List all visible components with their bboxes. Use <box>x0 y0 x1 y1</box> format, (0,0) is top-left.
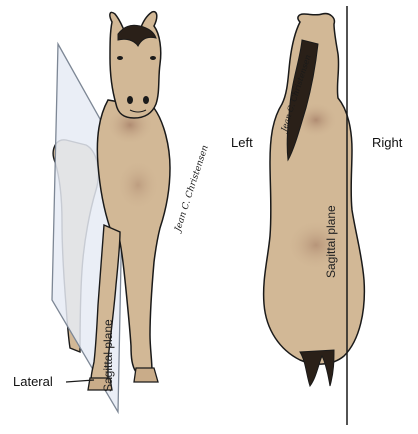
front-horse-hoof-right <box>134 368 158 382</box>
sagittal-plane-label-top: Sagittal plane <box>324 205 338 278</box>
front-horse-eye-left <box>117 56 123 60</box>
right-label: Right <box>372 135 402 150</box>
left-label: Left <box>231 135 253 150</box>
top-horse-tail <box>300 350 334 386</box>
sagittal-plane-label-front: Sagittal plane <box>101 319 115 392</box>
top-view-horse <box>264 14 365 386</box>
lateral-label: Lateral <box>13 374 53 389</box>
front-horse-eye-right <box>150 56 156 60</box>
signature-front: Jean C. Christensen <box>173 144 211 235</box>
front-horse-nostril-right <box>143 96 149 104</box>
front-horse-nostril-left <box>127 96 133 104</box>
